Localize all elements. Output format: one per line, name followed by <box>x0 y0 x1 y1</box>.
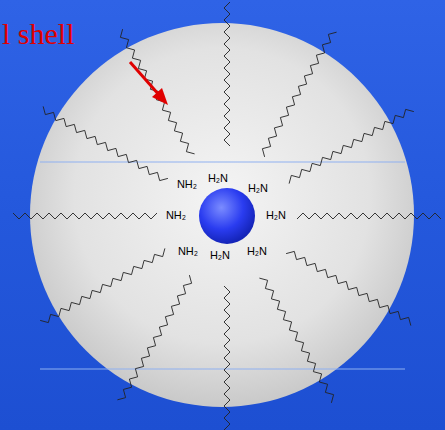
alkyl-chain <box>262 32 336 157</box>
alkyl-chain <box>40 248 165 322</box>
caption-label: l shell <box>2 19 75 49</box>
alkyl-chain <box>117 275 191 400</box>
amine-group: H₂N <box>208 173 228 184</box>
guide-line <box>40 369 405 370</box>
alkyl-chain <box>259 278 333 403</box>
alkyl-chain <box>43 106 168 180</box>
amine-group: H₂N <box>210 250 230 261</box>
alkyl-chain <box>289 109 414 183</box>
ligand-chains <box>13 2 441 430</box>
alkyl-chain <box>224 286 230 430</box>
amine-group: H₂N <box>248 183 268 194</box>
amine-group: NH₂ <box>177 179 197 190</box>
amine-group: H₂N <box>247 246 267 257</box>
alkyl-chain <box>286 251 411 325</box>
pointer-arrow <box>130 62 168 105</box>
alkyl-chain <box>13 213 157 219</box>
amine-group: H₂N <box>266 210 286 221</box>
guide-line <box>40 162 405 163</box>
alkyl-chain <box>224 2 230 146</box>
alkyl-chain <box>120 29 194 154</box>
alkyl-chain <box>297 213 441 219</box>
nanoparticle-core <box>199 188 255 244</box>
amine-group: NH₂ <box>166 210 186 221</box>
amine-group: NH₂ <box>178 246 198 257</box>
